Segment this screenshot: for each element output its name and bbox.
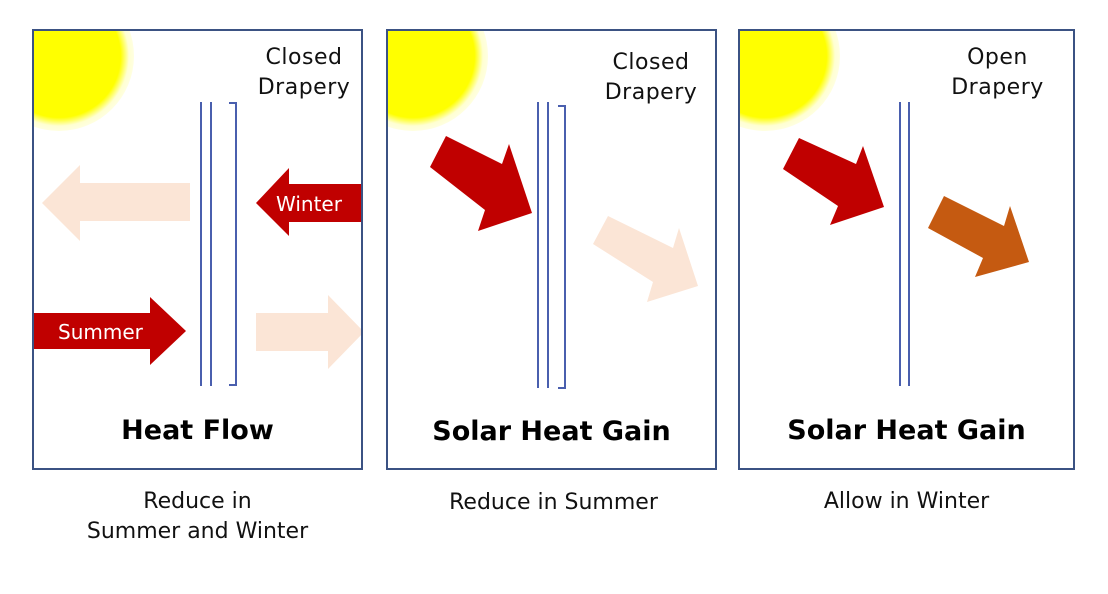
faint-arrow-left-icon: [42, 165, 190, 241]
drapery-bracket: [558, 105, 566, 389]
solar-arrow-faint-icon: [593, 216, 698, 302]
drapery-label: Closed Drapery: [257, 45, 351, 100]
panel-solar-heat-gain-open: Open Drapery Solar Heat Gain: [738, 29, 1075, 470]
window-pane-outer: [899, 102, 901, 386]
drapery-label: Closed Drapery: [604, 50, 698, 105]
summer-arrow-icon: Summer: [34, 297, 186, 365]
panel-caption: Reduce in Summer and Winter: [86, 489, 309, 544]
svg-text:Winter: Winter: [276, 192, 343, 216]
panel-caption: Reduce in Summer: [449, 490, 658, 515]
window-pane-inner: [210, 102, 212, 386]
solar-arrow-transmitted-icon: [928, 196, 1029, 277]
panel-solar-heat-gain-closed: Closed Drapery Solar Heat Gain: [386, 29, 717, 470]
panel-title: Solar Heat Gain: [787, 415, 1026, 446]
panel-title: Solar Heat Gain: [432, 416, 671, 447]
window-pane-inner: [547, 102, 549, 388]
window-pane-outer: [537, 102, 539, 388]
window-pane-outer: [200, 102, 202, 386]
sun-icon: [740, 31, 840, 131]
sun-icon: [388, 31, 488, 131]
panel-heat-flow: Closed Drapery Winter Summer Heat Flow: [32, 29, 363, 470]
solar-arrow-strong-icon: [430, 136, 532, 231]
panel-caption: Allow in Winter: [823, 489, 990, 514]
window-pane-inner: [908, 102, 910, 386]
faint-arrow-right-icon: [256, 295, 361, 369]
drapery-label: Open Drapery: [951, 45, 1044, 100]
drapery-bracket: [229, 102, 237, 386]
winter-arrow-icon: Winter: [256, 168, 361, 236]
panel-title: Heat Flow: [121, 415, 274, 446]
solar-arrow-strong-icon: [783, 138, 884, 225]
svg-text:Summer: Summer: [58, 320, 144, 344]
sun-icon: [34, 31, 134, 131]
